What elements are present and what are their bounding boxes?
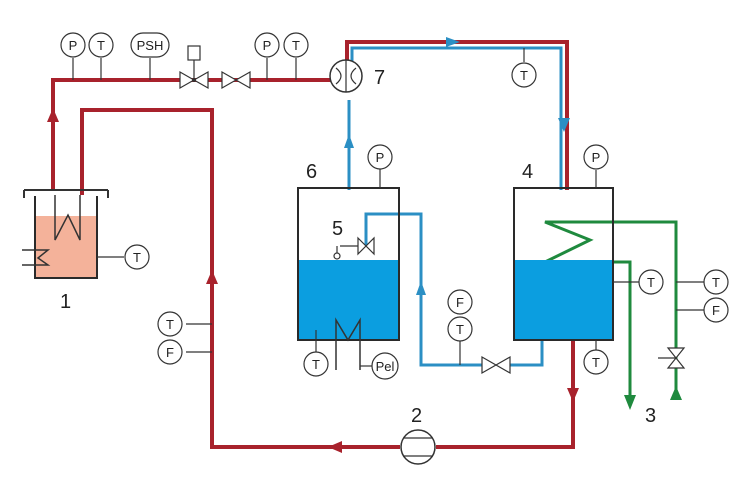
temperature-sensor-2: T xyxy=(283,32,309,58)
pressure-switch-high: PSH xyxy=(130,32,170,58)
hand-valve[interactable] xyxy=(221,70,251,90)
bottom-valve[interactable] xyxy=(481,355,511,375)
label-flowmeter-7: 7 xyxy=(374,67,385,89)
arrow-up-red-1 xyxy=(47,108,59,122)
svg-text:P: P xyxy=(263,38,272,53)
temperature-sensor-reservoir: T xyxy=(124,244,150,270)
arrow-left-red xyxy=(328,441,342,453)
temperature-sensor-1: T xyxy=(88,32,114,58)
svg-text:PSH: PSH xyxy=(137,38,164,53)
pressure-gauge-tank-6: P xyxy=(367,144,393,170)
tank-4 xyxy=(513,170,704,350)
pressure-gauge-2: P xyxy=(254,32,280,58)
arrow-up-blue-1 xyxy=(344,134,354,148)
arrow-right-top xyxy=(446,37,460,47)
svg-text:T: T xyxy=(520,68,528,83)
svg-text:T: T xyxy=(166,317,174,332)
arrow-up-green xyxy=(670,386,682,400)
arrow-down-top xyxy=(558,118,570,132)
temperature-sensor-return: T xyxy=(157,311,183,337)
svg-text:T: T xyxy=(97,38,105,53)
pump-2[interactable] xyxy=(400,429,436,465)
svg-text:T: T xyxy=(292,38,300,53)
label-pump-2: 2 xyxy=(411,405,422,427)
pressure-gauge-tank-4: P xyxy=(583,144,609,170)
tank-4-liquid xyxy=(514,260,613,340)
label-valve-5: 5 xyxy=(332,218,343,240)
cooling-valve[interactable] xyxy=(658,347,686,369)
reservoir-1 xyxy=(22,189,124,279)
arrow-up-red-2 xyxy=(206,270,218,284)
label-tank-6: 6 xyxy=(306,161,317,183)
temperature-sensor-tank-4-side: T xyxy=(638,269,664,295)
cooling-piping xyxy=(544,220,678,400)
tank-6 xyxy=(297,150,400,370)
temperature-sensor-cooling: T xyxy=(703,269,729,295)
svg-text:Pel: Pel xyxy=(376,359,395,374)
svg-text:F: F xyxy=(166,345,174,360)
arrow-down-red xyxy=(567,388,579,402)
svg-text:P: P xyxy=(376,150,385,165)
svg-text:T: T xyxy=(312,357,320,372)
svg-text:F: F xyxy=(456,295,464,310)
svg-text:F: F xyxy=(712,303,720,318)
temperature-sensor-top: T xyxy=(511,62,537,88)
flow-arrows xyxy=(47,37,682,453)
power-sensor-heater: Pel xyxy=(371,352,399,380)
temperature-sensor-tank-6: T xyxy=(303,351,329,377)
svg-text:T: T xyxy=(592,355,600,370)
temperature-sensor-tank-4-bottom: T xyxy=(583,349,609,375)
flow-sensor-cooling: F xyxy=(703,297,729,323)
pressure-gauge-1: P xyxy=(60,32,86,58)
svg-text:T: T xyxy=(133,250,141,265)
reservoir-liquid xyxy=(35,216,97,278)
svg-text:T: T xyxy=(712,275,720,290)
flowmeter-7 xyxy=(329,59,363,93)
flow-sensor-mid: F xyxy=(447,289,473,315)
svg-text:P: P xyxy=(592,150,601,165)
flow-sensor-return: F xyxy=(157,339,183,365)
label-tank-4: 4 xyxy=(522,161,533,183)
svg-text:T: T xyxy=(456,322,464,337)
svg-text:P: P xyxy=(69,38,78,53)
label-reservoir-1: 1 xyxy=(60,291,71,313)
hot-piping xyxy=(51,40,575,449)
arrow-down-green xyxy=(624,395,636,410)
arrow-up-blue-2 xyxy=(416,281,426,295)
solenoid-valve[interactable] xyxy=(179,45,209,90)
label-cooling-3: 3 xyxy=(645,405,656,427)
tank-6-liquid xyxy=(298,260,399,340)
svg-text:T: T xyxy=(647,275,655,290)
temperature-sensor-mid: T xyxy=(447,316,473,342)
